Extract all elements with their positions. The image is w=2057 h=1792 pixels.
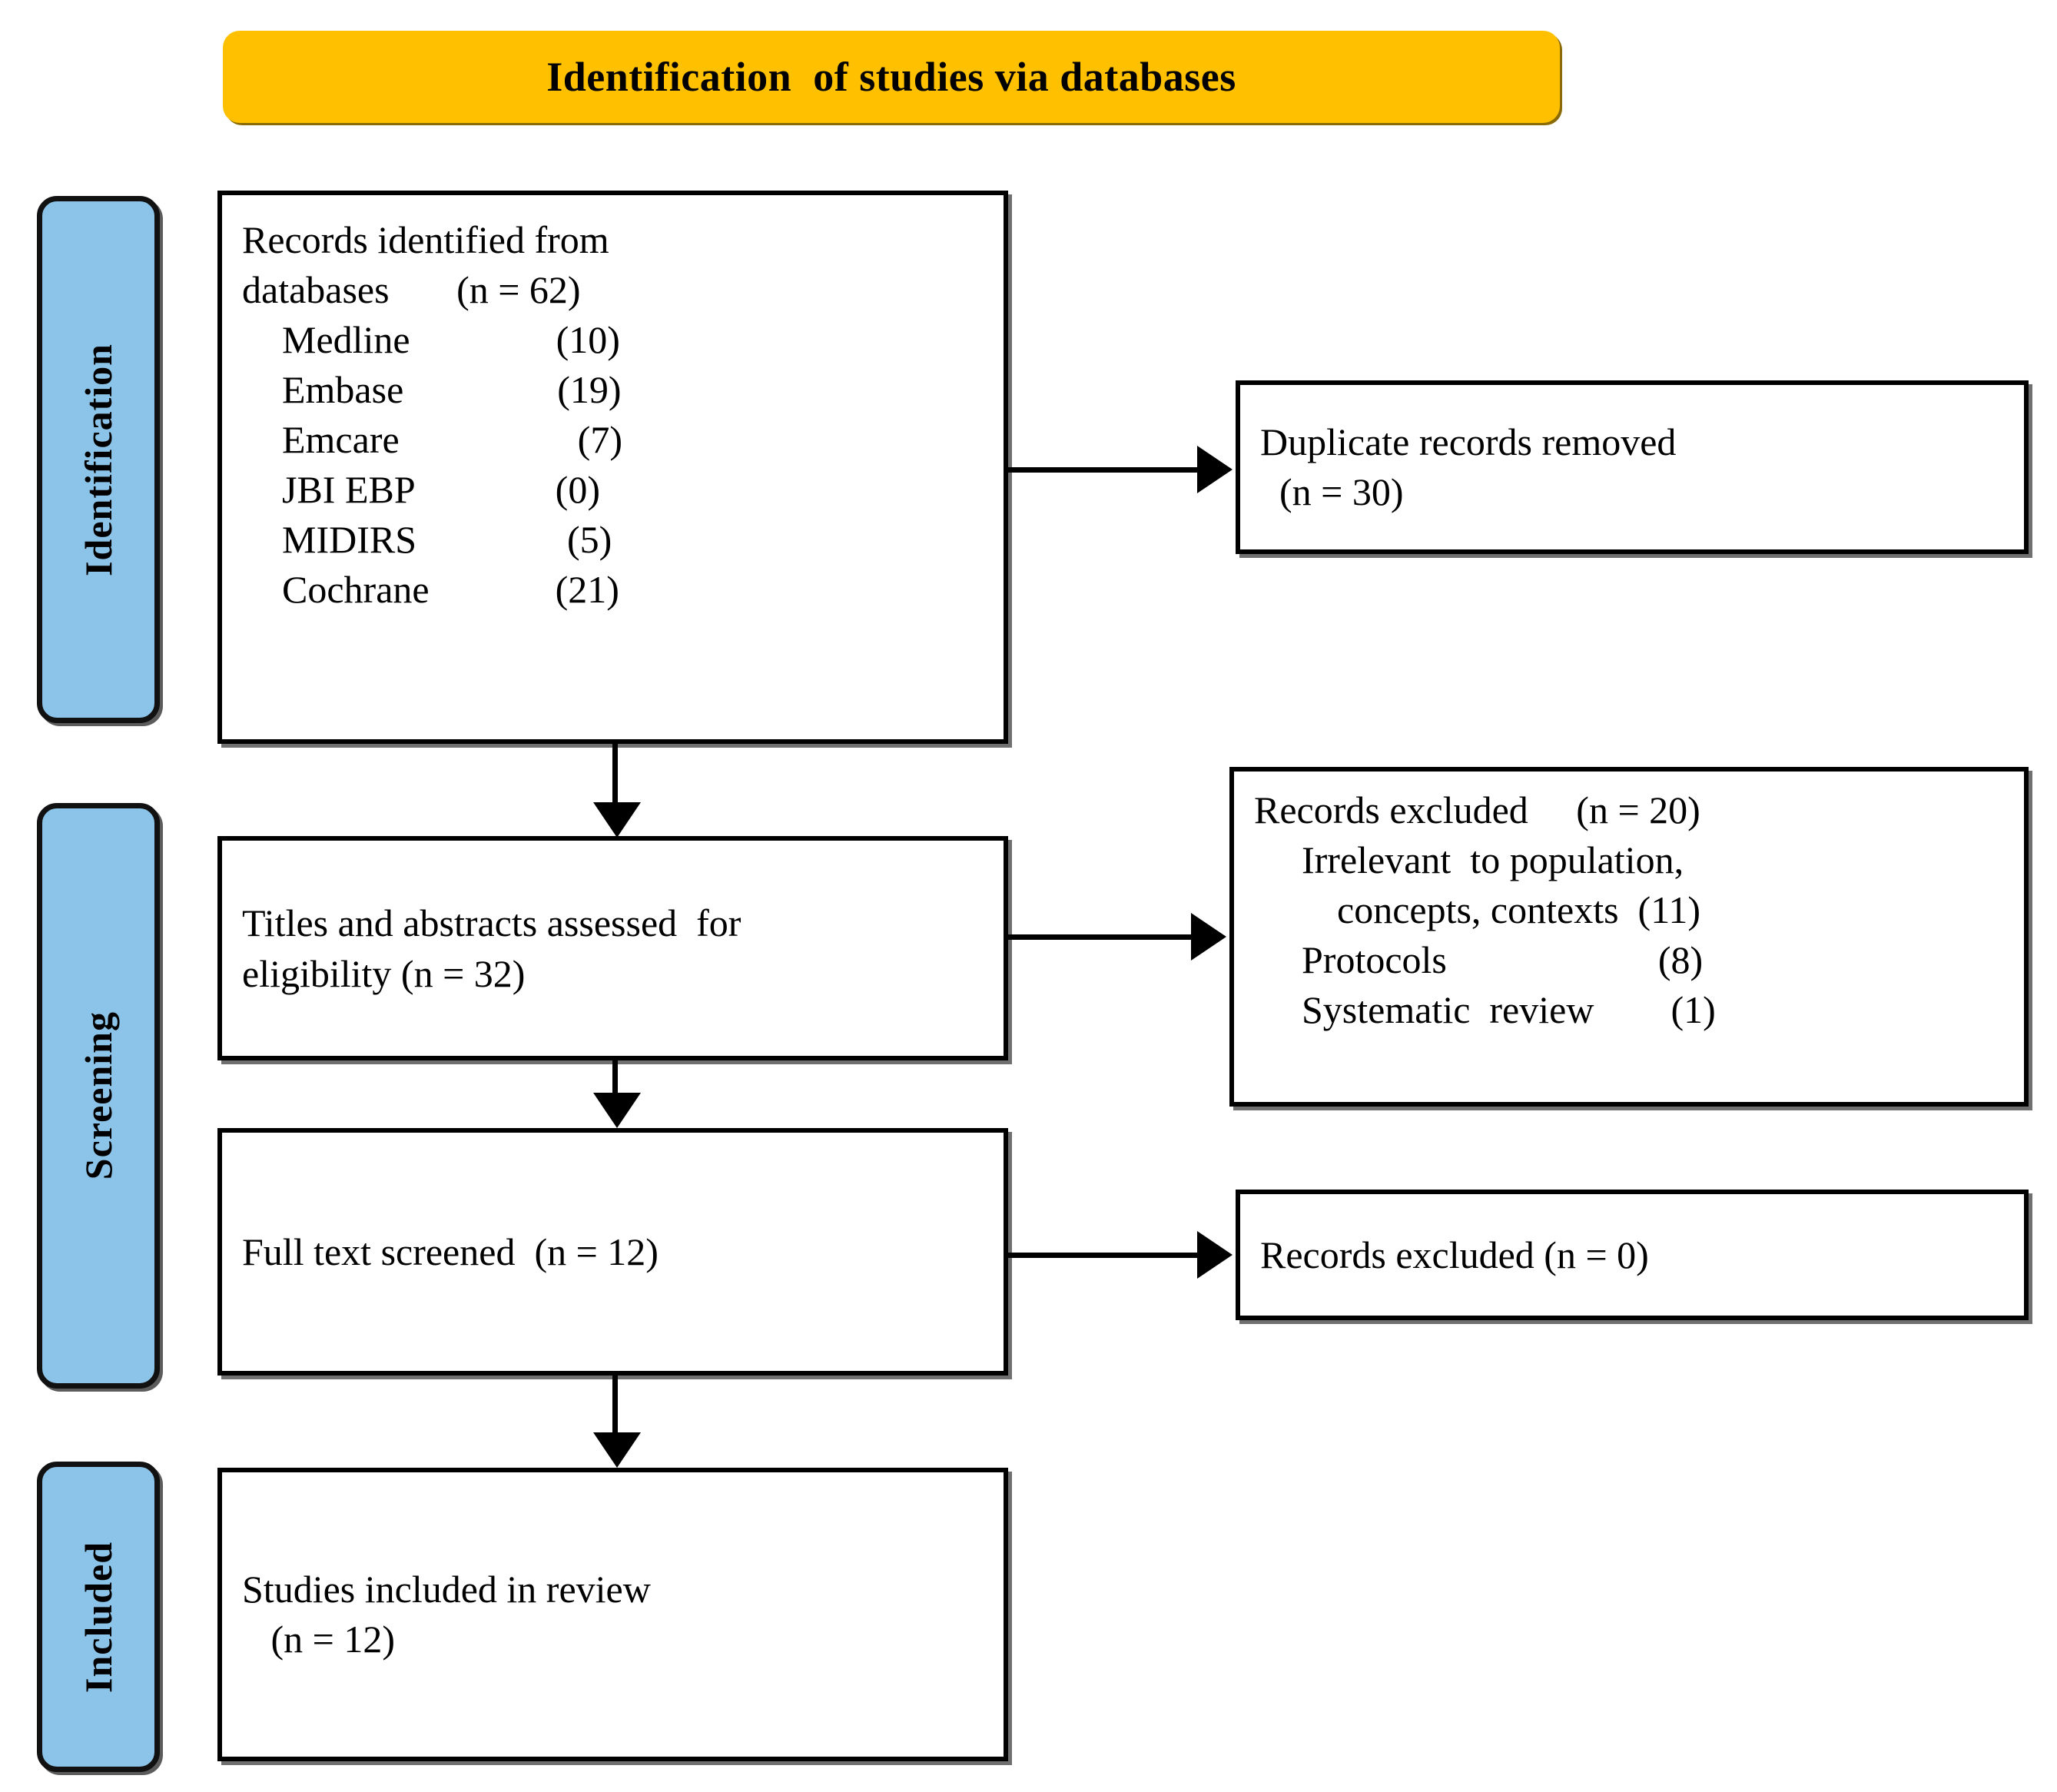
stage-label-included-text: Included — [77, 1541, 120, 1693]
connector-line-fulltext-to-excluded0 — [1008, 1253, 1200, 1258]
full-text-screened-line-1: Full text screened (n = 12) — [242, 1230, 659, 1273]
arrow-right-icon-to-duplicates — [1197, 446, 1233, 493]
records-excluded-20-line-1: Records excluded (n = 20) — [1254, 788, 1700, 831]
records-excluded-20-line-4: Protocols (8) — [1302, 938, 1704, 981]
box-studies-included-in-review: Studies included in review (n = 12) — [217, 1468, 1008, 1761]
arrow-down-icon-to-included — [593, 1432, 641, 1468]
source-name-embase: Embase — [282, 368, 404, 411]
arrow-down-icon-to-fulltext — [593, 1093, 641, 1128]
connector-line-titles-to-excluded20 — [1008, 934, 1194, 940]
titles-abstracts-line-1: Titles and abstracts assessed for — [242, 901, 742, 944]
arrow-right-icon-to-excluded0 — [1197, 1231, 1233, 1279]
banner-title: Identification of studies via databases — [546, 54, 1236, 100]
titles-abstracts-line-2: eligibility (n = 32) — [242, 952, 526, 995]
studies-included-line-2: (n = 12) — [242, 1618, 396, 1661]
source-row-medline: Medline (10) — [242, 315, 984, 365]
source-count-medline: (10) — [556, 318, 620, 361]
source-count-midirs: (5) — [567, 518, 612, 561]
stage-label-identification-text: Identification — [77, 343, 120, 576]
box-records-identified: Records identified from databases (n = 6… — [217, 191, 1008, 744]
records-identified-line-2: databases (n = 62) — [242, 268, 581, 311]
connector-line-identified-to-duplicates — [1008, 467, 1200, 473]
studies-included-line-1: Studies included in review — [242, 1568, 651, 1611]
records-excluded-20-line-2: Irrelevant to population, — [1302, 838, 1684, 881]
stage-label-screening-text: Screening — [77, 1011, 120, 1180]
source-name-medline: Medline — [282, 318, 410, 361]
source-name-emcare: Emcare — [282, 418, 400, 461]
source-name-midirs: MIDIRS — [282, 518, 417, 561]
box-full-text-screened: Full text screened (n = 12) — [217, 1128, 1008, 1376]
source-row-cochrane: Cochrane (21) — [242, 565, 984, 615]
connector-line-fulltext-to-included — [612, 1376, 618, 1437]
records-excluded-20-line-3: concepts, contexts (11) — [1337, 888, 1700, 931]
identification-banner: Identification of studies via databases — [223, 31, 1560, 123]
source-row-midirs: MIDIRS (5) — [242, 515, 984, 565]
source-row-emcare: Emcare (7) — [242, 415, 984, 465]
source-row-jbi-ebp: JBI EBP (0) — [242, 465, 984, 515]
source-count-cochrane: (21) — [555, 568, 619, 611]
box-records-excluded-20: Records excluded (n = 20) Irrelevant to … — [1229, 767, 2029, 1107]
arrow-right-icon-to-excluded20 — [1191, 913, 1226, 961]
duplicates-line-1: Duplicate records removed — [1260, 420, 1677, 463]
records-excluded-0-line-1: Records excluded (n = 0) — [1260, 1233, 1649, 1276]
source-count-emcare: (7) — [577, 418, 622, 461]
records-identified-line-1: Records identified from — [242, 218, 609, 261]
box-titles-abstracts-assessed: Titles and abstracts assessed for eligib… — [217, 836, 1008, 1060]
connector-line-identified-to-titles — [612, 744, 618, 807]
box-duplicate-records-removed: Duplicate records removed (n = 30) — [1236, 380, 2029, 554]
stage-label-included: Included — [37, 1462, 160, 1772]
records-excluded-20-line-5: Systematic review (1) — [1302, 988, 1716, 1031]
stage-label-screening: Screening — [37, 803, 160, 1389]
connector-line-titles-to-fulltext — [612, 1060, 618, 1096]
source-row-embase: Embase (19) — [242, 365, 984, 415]
box-records-excluded-0: Records excluded (n = 0) — [1236, 1190, 2029, 1320]
stage-label-identification: Identification — [37, 196, 160, 723]
source-name-jbi-ebp: JBI EBP — [282, 468, 416, 511]
source-count-embase: (19) — [557, 368, 622, 411]
arrow-down-icon-to-titles — [593, 802, 641, 838]
duplicates-line-2: (n = 30) — [1260, 470, 1404, 513]
source-name-cochrane: Cochrane — [282, 568, 430, 611]
source-count-jbi-ebp: (0) — [555, 468, 600, 511]
